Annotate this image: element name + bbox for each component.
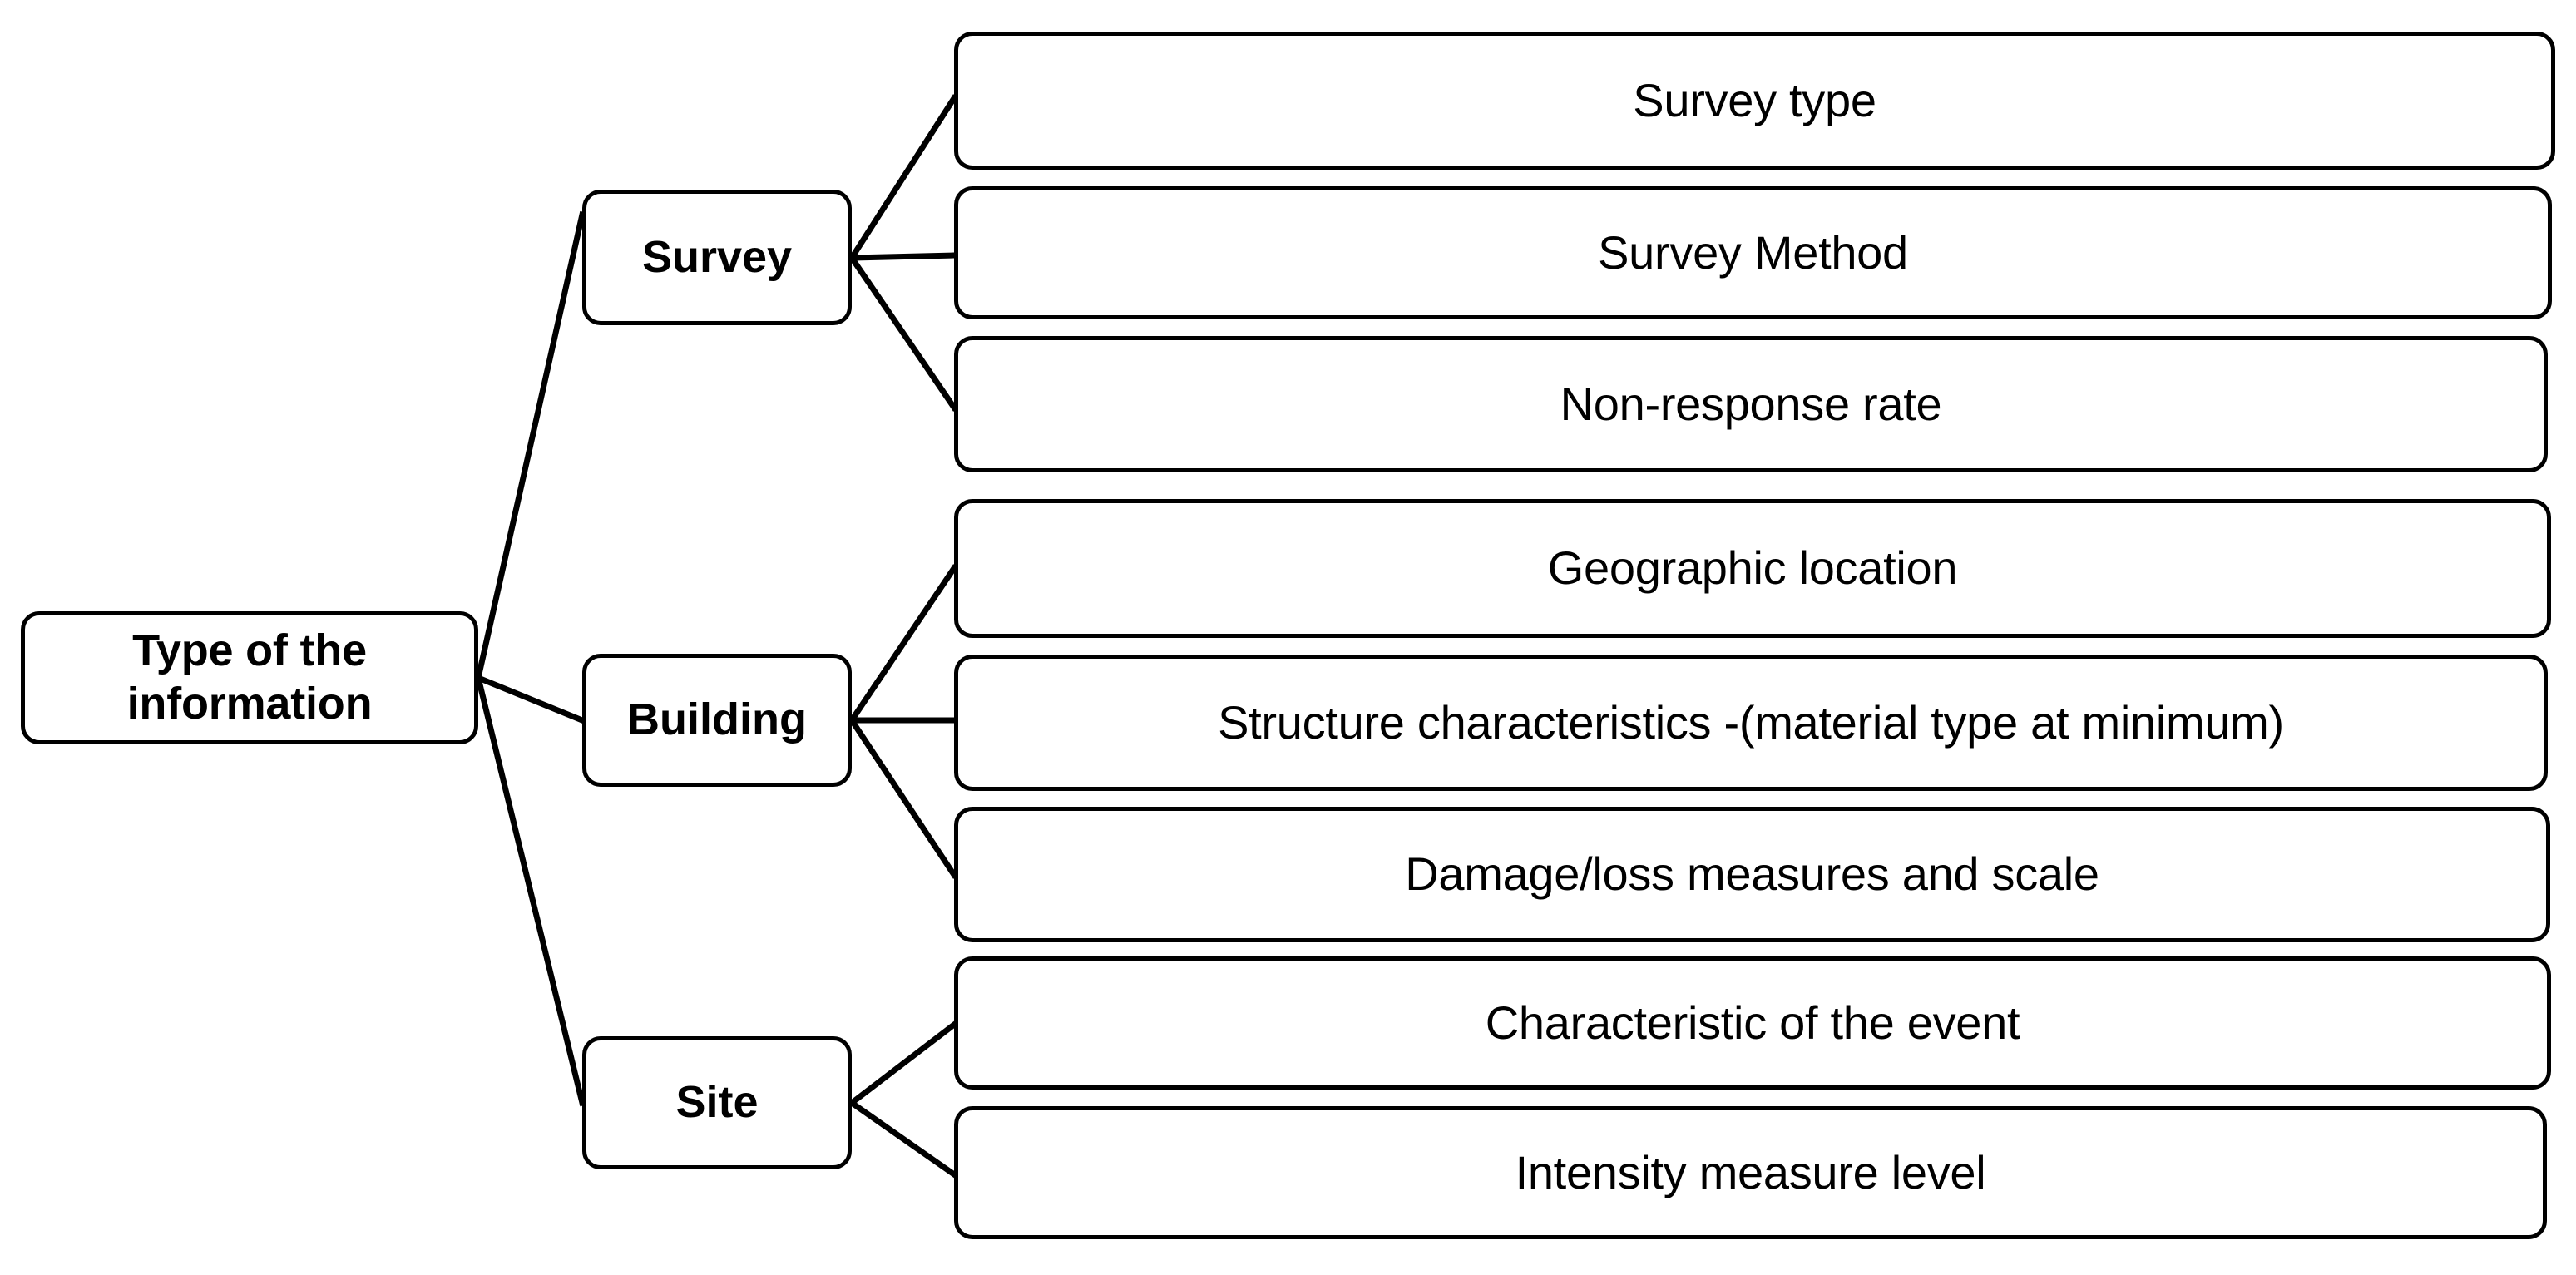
node-leaf-non-response-rate[interactable]: Non-response rate <box>954 336 2548 472</box>
node-leaf-damage-loss-measures-label: Damage/loss measures and scale <box>1405 848 2099 901</box>
node-leaf-geographic-location-label: Geographic location <box>1547 541 1958 595</box>
edge-building-to-damage-loss-measures <box>848 716 958 879</box>
node-branch-survey-label: Survey <box>641 231 793 282</box>
edge-site-to-characteristic-of-event <box>848 1020 958 1107</box>
node-leaf-damage-loss-measures[interactable]: Damage/loss measures and scale <box>954 807 2550 942</box>
node-leaf-intensity-measure-level-label: Intensity measure level <box>1515 1145 1986 1198</box>
node-root-type-of-information[interactable]: Type of the information <box>21 611 478 744</box>
node-leaf-survey-type[interactable]: Survey type <box>954 32 2555 170</box>
node-leaf-survey-type-label: Survey type <box>1633 73 1876 126</box>
edge-site-to-intensity-measure-level <box>848 1099 958 1179</box>
node-leaf-intensity-measure-level[interactable]: Intensity measure level <box>954 1106 2547 1239</box>
node-leaf-characteristic-of-event-label: Characteristic of the event <box>1485 996 2020 1049</box>
node-branch-building[interactable]: Building <box>582 654 852 787</box>
node-leaf-structure-characteristics[interactable]: Structure characteristics -(material typ… <box>954 655 2548 791</box>
edge-building-to-geographic-location <box>848 564 958 724</box>
edge-root-to-building <box>474 674 586 724</box>
node-leaf-geographic-location[interactable]: Geographic location <box>954 499 2551 638</box>
node-leaf-characteristic-of-event[interactable]: Characteristic of the event <box>954 956 2551 1090</box>
node-leaf-survey-method[interactable]: Survey Method <box>954 186 2552 319</box>
node-leaf-non-response-rate-label: Non-response rate <box>1560 377 1942 430</box>
node-leaf-survey-method-label: Survey Method <box>1598 225 1908 279</box>
node-branch-survey[interactable]: Survey <box>582 190 852 325</box>
node-leaf-structure-characteristics-label: Structure characteristics -(material typ… <box>1218 695 2284 749</box>
edge-root-to-survey <box>474 210 586 682</box>
edge-root-to-site <box>474 674 586 1107</box>
edge-survey-to-non-response-rate <box>848 254 958 412</box>
node-root-label: Type of the information <box>126 625 373 729</box>
edge-survey-to-survey-method <box>848 252 957 261</box>
node-branch-site-label: Site <box>675 1077 759 1128</box>
edge-survey-to-survey-type <box>848 94 958 262</box>
node-branch-site[interactable]: Site <box>582 1036 852 1169</box>
node-branch-building-label: Building <box>627 694 807 745</box>
